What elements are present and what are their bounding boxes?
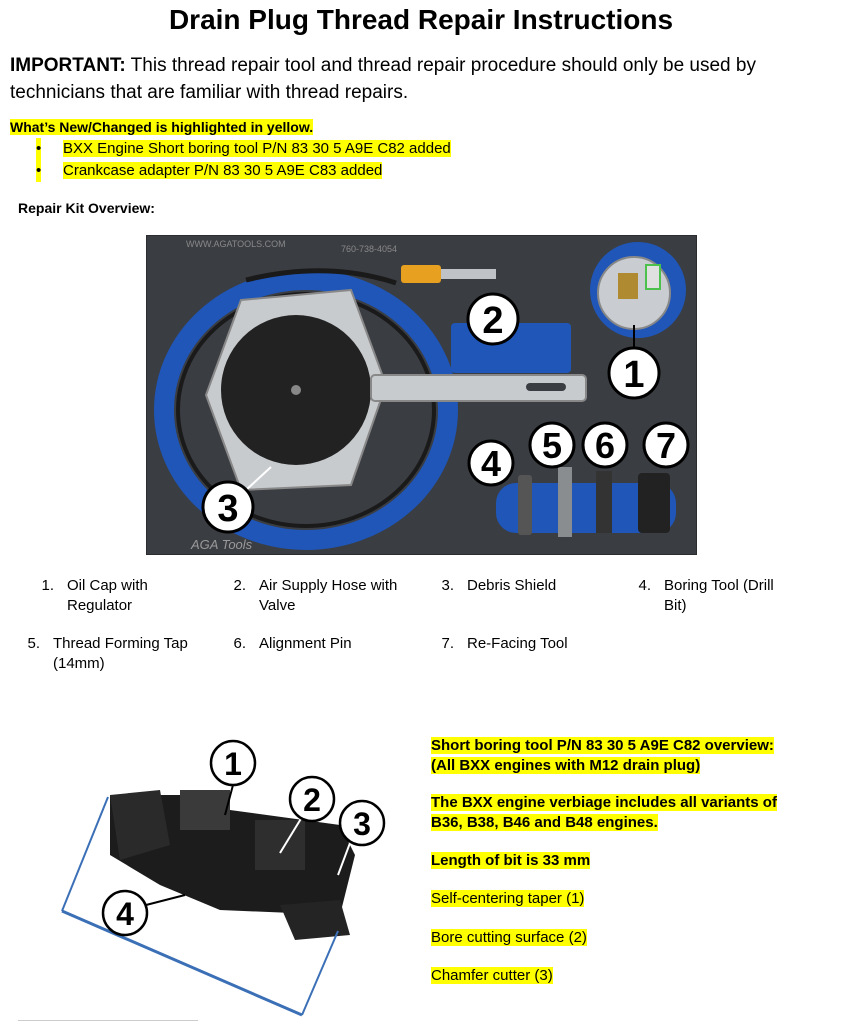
legend-number: 7.: [441, 635, 454, 652]
regulator: [618, 273, 638, 299]
valve-fitting: [441, 269, 496, 279]
legend-number: 2.: [233, 577, 246, 594]
feature-text: Bore cutting surface (2): [431, 929, 587, 946]
page-title: Drain Plug Thread Repair Instructions: [168, 4, 674, 35]
callout-3-label: 3: [217, 488, 238, 530]
callout-6-label: 6: [595, 425, 615, 466]
length-dimension-line: [61, 909, 303, 1017]
callout-4-label: 4: [481, 443, 501, 484]
legend-text: Alignment Pin: [259, 635, 352, 652]
blue-foam-ring: [154, 270, 458, 550]
feature-1: Self-centering taper (1): [431, 889, 585, 909]
callout-1-label: 1: [623, 354, 644, 396]
tool-callout-2-label: 2: [303, 782, 321, 818]
legend-number: 5.: [27, 635, 40, 652]
legend-item-7: 7. Re-Facing Tool: [424, 634, 624, 676]
bullet-dot: •: [36, 138, 42, 160]
legend-number: 4.: [638, 577, 651, 594]
valve: [401, 265, 441, 283]
foam-slot: [496, 483, 676, 533]
bxx-verbiage-note: The BXX engine verbiage includes all var…: [431, 793, 777, 833]
legend-text: Thread Forming Tap(14mm): [53, 635, 188, 672]
verbiage-line-1: The BXX engine verbiage includes all var…: [431, 794, 777, 811]
important-label: IMPORTANT:: [10, 55, 126, 76]
tool-callout-3: 1: [209, 739, 257, 816]
important-notice: IMPORTANT: This thread repair tool and t…: [10, 52, 835, 106]
bit-length: Length of bit is 33 mm: [431, 852, 591, 869]
legend-text: Re-Facing Tool: [467, 635, 568, 652]
kit-website-text: WWW.AGATOOLS.COM: [186, 239, 286, 249]
list-item: • BXX Engine Short boring tool P/N 83 30 …: [10, 138, 451, 160]
callout-2-label: 2: [482, 300, 503, 342]
callout-1: 1: [607, 325, 661, 400]
legend-number: 1.: [41, 577, 54, 594]
tool-callout-4-label: 4: [116, 896, 134, 932]
repair-kit-photo: WWW.AGATOOLS.COM 760-738-4054 AGA Tools …: [146, 235, 697, 555]
callout-5-label: 5: [542, 425, 562, 466]
callout-6: 6: [581, 421, 629, 469]
feature-text: Self-centering taper (1): [431, 890, 585, 907]
overview-line-1: Short boring tool P/N 83 30 5 A9E C82 ov…: [431, 737, 774, 754]
feature-text: Chamfer cutter (3): [431, 967, 553, 984]
kit-phone-text: 760-738-4054: [341, 244, 397, 254]
important-text: This thread repair tool and thread repai…: [10, 55, 756, 103]
tool-callout-1: 3: [337, 799, 386, 876]
legend-number: 6.: [233, 635, 246, 652]
legend-item-3: 3. Debris Shield: [424, 576, 624, 618]
tool-callout-3-label: 1: [224, 746, 242, 782]
boring-tool: [518, 475, 532, 535]
legend-item-6: 6. Alignment Pin: [216, 634, 416, 676]
verbiage-line-2: B36, B38, B46 and B48 engines.: [431, 814, 658, 831]
callout-3: 3: [201, 466, 272, 534]
thread-tap: [558, 467, 572, 537]
legend-number: 3.: [441, 577, 454, 594]
callout-5: 5: [528, 421, 576, 469]
whats-new-list: • BXX Engine Short boring tool P/N 83 30 …: [10, 138, 451, 182]
whats-new-item: BXX Engine Short boring tool P/N 83 30 5…: [63, 140, 451, 157]
re-facing-tool: [638, 473, 670, 533]
hose-line: [245, 268, 397, 286]
legend-text: Debris Shield: [467, 577, 557, 594]
overview-line-2: (All BXX engines with M12 drain plug): [431, 757, 701, 774]
kit-overview-heading: Repair Kit Overview:: [18, 200, 155, 216]
page-divider: [18, 1020, 198, 1021]
alignment-pin: [596, 471, 612, 533]
list-item: • Crankcase adapter P/N 83 30 5 A9E C83 a…: [10, 160, 451, 182]
tool-callout-1-label: 3: [353, 806, 371, 842]
whats-new-heading: What’s New/Changed is highlighted in yel…: [10, 119, 314, 135]
feature-3: Chamfer cutter (3): [431, 966, 553, 986]
callout-4: 4: [467, 439, 515, 487]
tool-callout-4: 4: [101, 889, 186, 937]
feature-2: Bore cutting surface (2): [431, 928, 587, 948]
whats-new-item: Crankcase adapter P/N 83 30 5 A9E C83 ad…: [63, 162, 383, 179]
callout-2: 2: [466, 292, 520, 346]
kit-brand-text: AGA Tools: [190, 537, 253, 552]
shield-arm: [370, 374, 587, 402]
callout-7-label: 7: [656, 425, 676, 466]
legend-item-5: 5. Thread Forming Tap(14mm): [10, 634, 220, 676]
tool-callout-2: 2: [279, 775, 336, 854]
bullet-dot: •: [36, 160, 42, 182]
bit-length-note: Length of bit is 33 mm: [431, 851, 591, 871]
boring-tool-photo: 1 2 3 4: [61, 739, 386, 1017]
boring-tool-overview: Short boring tool P/N 83 30 5 A9E C82 ov…: [431, 736, 774, 776]
callout-7: 7: [642, 421, 690, 469]
